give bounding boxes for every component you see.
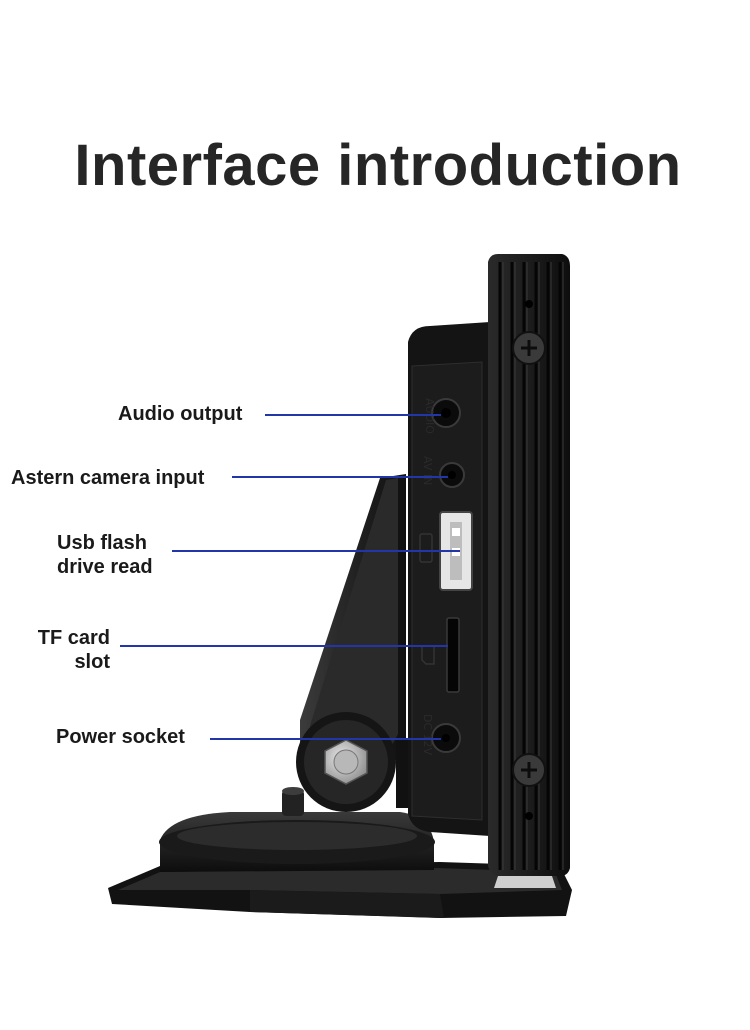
screw-icon: [512, 331, 546, 365]
port-label-audio: AUDIO: [423, 398, 436, 434]
mount-base: [108, 787, 572, 918]
callout-label-line: Usb flash: [57, 532, 148, 554]
callout-audio-output: Audio output: [118, 402, 242, 426]
callout-label-line: Audio output: [118, 403, 243, 425]
callout-leader-lines: [120, 414, 460, 740]
usb-icon: [419, 533, 433, 563]
callout-tf-card-slot: TF card slot: [30, 626, 110, 674]
screw-icon: [512, 753, 546, 787]
monitor-housing: AUDIO AV IN DC 12V: [408, 322, 490, 836]
port-label-av-in: AV IN: [421, 456, 434, 485]
screen-foot: [494, 876, 556, 888]
monitor-ribbed-frame: [488, 254, 570, 876]
callout-label-line: Power socket: [56, 726, 185, 748]
page-title: Interface introduction: [74, 133, 682, 198]
callout-label-line: drive read: [57, 556, 153, 578]
callout-power-socket: Power socket: [56, 725, 185, 749]
callout-label-line: slot: [74, 651, 110, 673]
callout-usb-flash-drive-read: Usb flash drive read: [57, 531, 153, 579]
callout-label-line: TF card: [37, 627, 110, 649]
callout-astern-camera-input: Astern camera input: [11, 466, 204, 490]
port-label-dc: DC 12V: [421, 714, 434, 756]
callout-label-line: Astern camera input: [11, 467, 205, 489]
screw-icon: [324, 739, 368, 785]
